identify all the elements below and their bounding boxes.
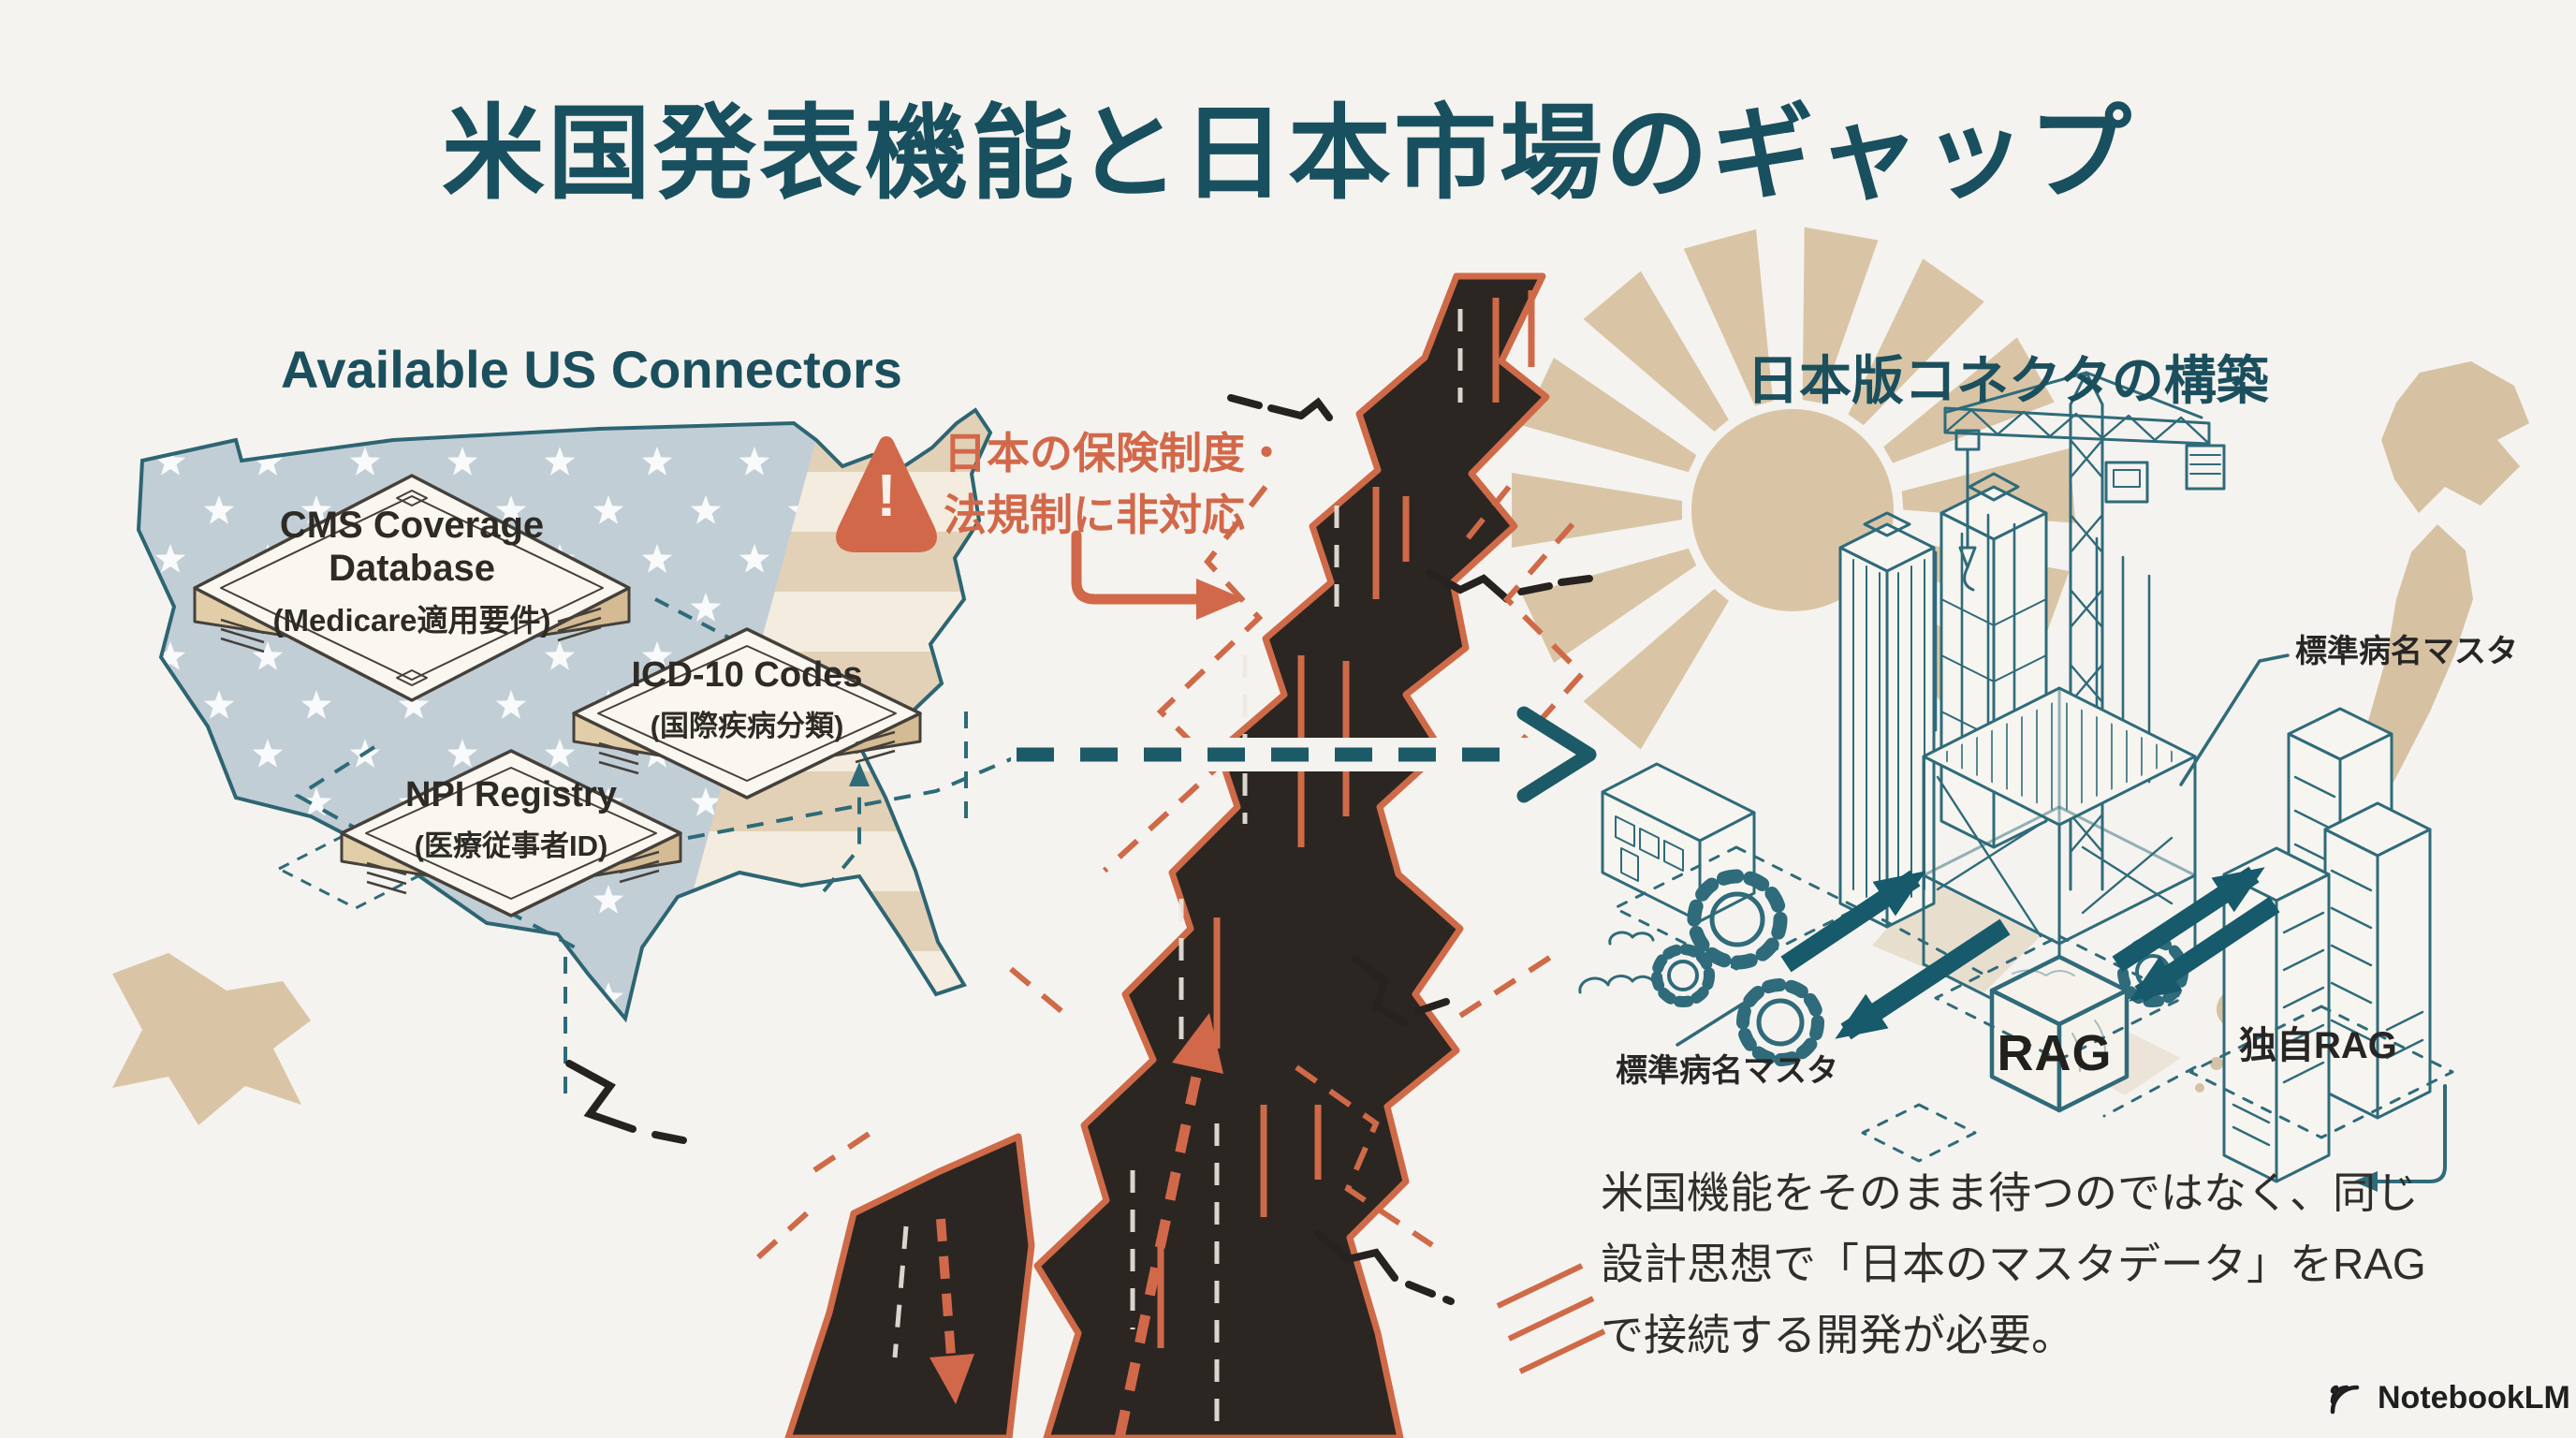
cloud-icon [1578, 974, 1657, 994]
crane-icon [1943, 371, 2226, 891]
crack-main [1033, 272, 1550, 1438]
cms-tile [193, 474, 631, 702]
server-rack-icon [2323, 801, 2432, 1120]
alaska-silhouette [112, 953, 311, 1125]
warning-triangle-icon [836, 436, 937, 552]
orange-hatch-lines [1496, 1263, 1606, 1374]
label-leader-line [1676, 1002, 1745, 1047]
server-rack-icon [2222, 846, 2331, 1183]
gear-icon [1736, 978, 1824, 1066]
scaffold-structure [1922, 686, 2197, 1036]
warning-elbow-arrow [1071, 530, 1206, 605]
factory-icon [1601, 762, 1756, 923]
gear-icon [1687, 869, 1788, 970]
connector-tiles [193, 474, 922, 917]
gap-crossing-arrow [1011, 706, 1597, 803]
warning-arrowhead [1196, 579, 1245, 620]
exchange-arrows [1780, 866, 2280, 1040]
crack-up-arrow [1114, 1039, 1209, 1438]
cloud-icon [1608, 931, 1655, 946]
gear-icon [1651, 944, 1715, 1007]
black-crack-lines [565, 394, 1593, 1305]
ground-dashed-diamonds [1613, 845, 2454, 1163]
tower-building [1838, 511, 1936, 929]
rag-cube [1989, 954, 2130, 1113]
crack-wedge [784, 1133, 1035, 1438]
construction-scene [1578, 371, 2454, 1192]
curved-arrow [2353, 1084, 2447, 1192]
icd10-tile [572, 627, 922, 800]
label-leader-line [2179, 653, 2290, 786]
npi-tile [340, 749, 682, 917]
crack-down-arrow [936, 1218, 956, 1357]
rebar-poles [1934, 513, 2151, 784]
